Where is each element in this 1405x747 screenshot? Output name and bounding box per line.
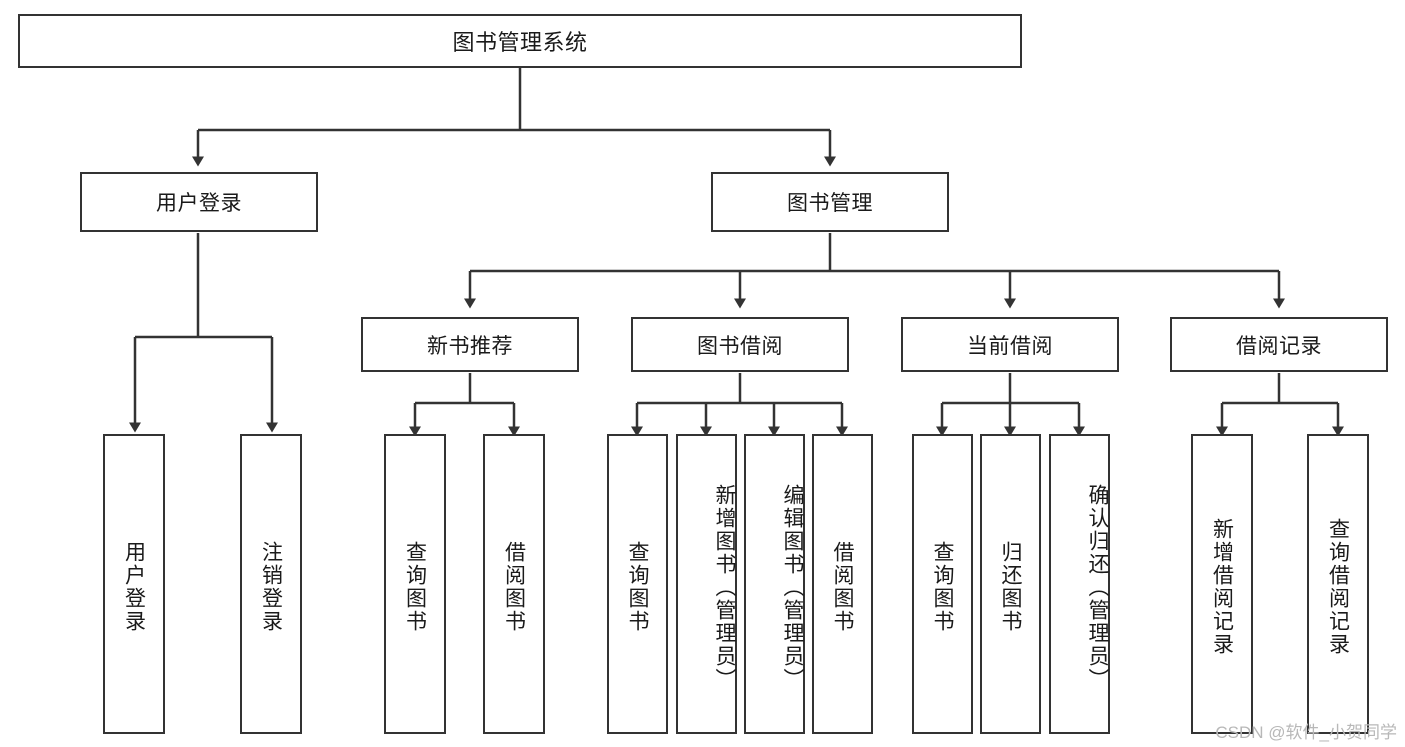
node-label: 查询借阅记录: [1326, 518, 1350, 656]
node-borrow-record[interactable]: 借阅记录: [1170, 317, 1388, 372]
node-label: 借阅记录: [1236, 334, 1322, 358]
node-new-book-recommend[interactable]: 新书推荐: [361, 317, 579, 372]
leaf-add-borrow-record[interactable]: 新增借阅记录: [1191, 434, 1253, 734]
node-label: 图书管理系统: [452, 30, 588, 55]
node-current-borrow[interactable]: 当前借阅: [901, 317, 1119, 372]
node-label: 查询图书: [626, 541, 649, 633]
node-label: 新增借阅记录: [1210, 518, 1234, 656]
leaf-query-book-borrow[interactable]: 查询图书: [607, 434, 668, 734]
csdn-watermark: CSDN @软件_小贺同学: [1215, 723, 1397, 742]
node-label: 注销登录: [259, 541, 283, 633]
leaf-add-book-admin[interactable]: 新增图书（管理员）: [676, 434, 737, 734]
leaf-logout-login[interactable]: 注销登录: [240, 434, 302, 734]
node-label: 查询图书: [403, 541, 427, 633]
node-label: 借阅图书: [502, 541, 526, 633]
node-book-borrow[interactable]: 图书借阅: [631, 317, 849, 372]
node-label: 新增图书（管理员）: [713, 483, 736, 691]
node-root-book-management-system[interactable]: 图书管理系统: [18, 14, 1022, 68]
node-label: 归还图书: [999, 541, 1022, 633]
leaf-confirm-return-admin[interactable]: 确认归还（管理员）: [1049, 434, 1110, 734]
leaf-edit-book-admin[interactable]: 编辑图书（管理员）: [744, 434, 805, 734]
leaf-borrow-book-new-book[interactable]: 借阅图书: [483, 434, 545, 734]
node-label: 用户登录: [156, 192, 242, 215]
node-label: 新书推荐: [427, 334, 513, 358]
leaf-query-book-new-book[interactable]: 查询图书: [384, 434, 446, 734]
node-label: 借阅图书: [831, 541, 854, 633]
leaf-user-login[interactable]: 用户登录: [103, 434, 165, 734]
leaf-return-book[interactable]: 归还图书: [980, 434, 1041, 734]
node-label: 确认归还（管理员）: [1086, 483, 1109, 691]
node-label: 用户登录: [122, 541, 146, 633]
leaf-borrow-book-borrow[interactable]: 借阅图书: [812, 434, 873, 734]
leaf-query-borrow-record[interactable]: 查询借阅记录: [1307, 434, 1369, 734]
node-label: 编辑图书（管理员）: [781, 483, 804, 691]
node-book-management[interactable]: 图书管理: [711, 172, 949, 232]
node-label: 查询图书: [931, 541, 954, 633]
node-label: 当前借阅: [967, 334, 1053, 358]
node-label: 图书借阅: [697, 334, 783, 358]
node-user-login[interactable]: 用户登录: [80, 172, 318, 232]
leaf-query-book-current[interactable]: 查询图书: [912, 434, 973, 734]
node-label: 图书管理: [787, 192, 873, 215]
